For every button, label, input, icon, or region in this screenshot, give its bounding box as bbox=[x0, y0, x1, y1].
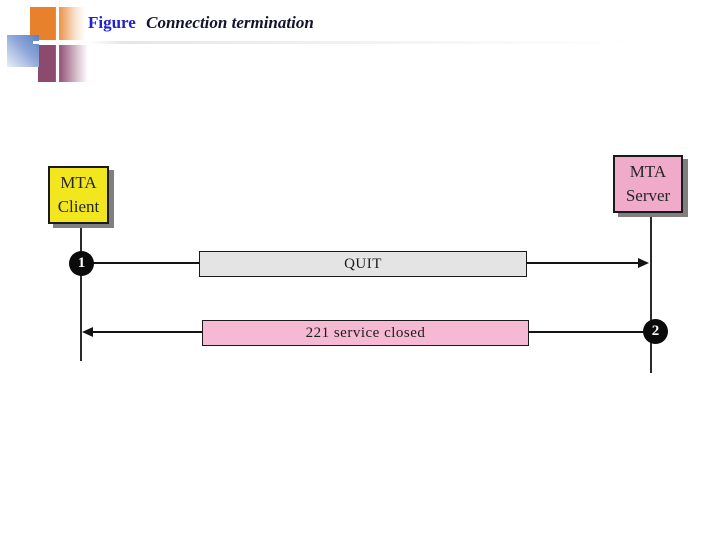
step-2-number: 2 bbox=[651, 323, 660, 339]
service-closed-message-label: 221 service closed bbox=[305, 324, 426, 341]
client-lifeline bbox=[80, 224, 82, 361]
decoration-purple-rectangle bbox=[38, 45, 88, 82]
mta-client-label-line1: MTA bbox=[60, 173, 97, 192]
slide-title: Figure Connection termination bbox=[88, 13, 314, 33]
service-closed-message-box: 221 service closed bbox=[202, 320, 529, 346]
title-figure-label: Figure bbox=[88, 13, 136, 32]
mta-server-label-line1: MTA bbox=[629, 162, 667, 181]
server-lifeline bbox=[650, 213, 652, 373]
quit-message-box: QUIT bbox=[199, 251, 527, 277]
mta-server-box: MTA Server bbox=[613, 155, 683, 213]
mta-client-box: MTA Client bbox=[48, 166, 109, 224]
quit-message-label: QUIT bbox=[344, 255, 382, 272]
step-2-badge-icon: 2 bbox=[643, 319, 668, 344]
quit-arrowhead-icon bbox=[638, 258, 649, 268]
step-1-badge-icon: 1 bbox=[69, 251, 94, 276]
title-caption: Connection termination bbox=[146, 13, 314, 32]
mta-client-label-line2: Client bbox=[57, 197, 100, 216]
decoration-horizontal-rule bbox=[33, 41, 633, 44]
step-1-number: 1 bbox=[77, 255, 86, 271]
decoration-blue-square bbox=[7, 35, 39, 67]
service-closed-arrowhead-icon bbox=[82, 327, 93, 337]
mta-server-label-line2: Server bbox=[625, 186, 671, 205]
